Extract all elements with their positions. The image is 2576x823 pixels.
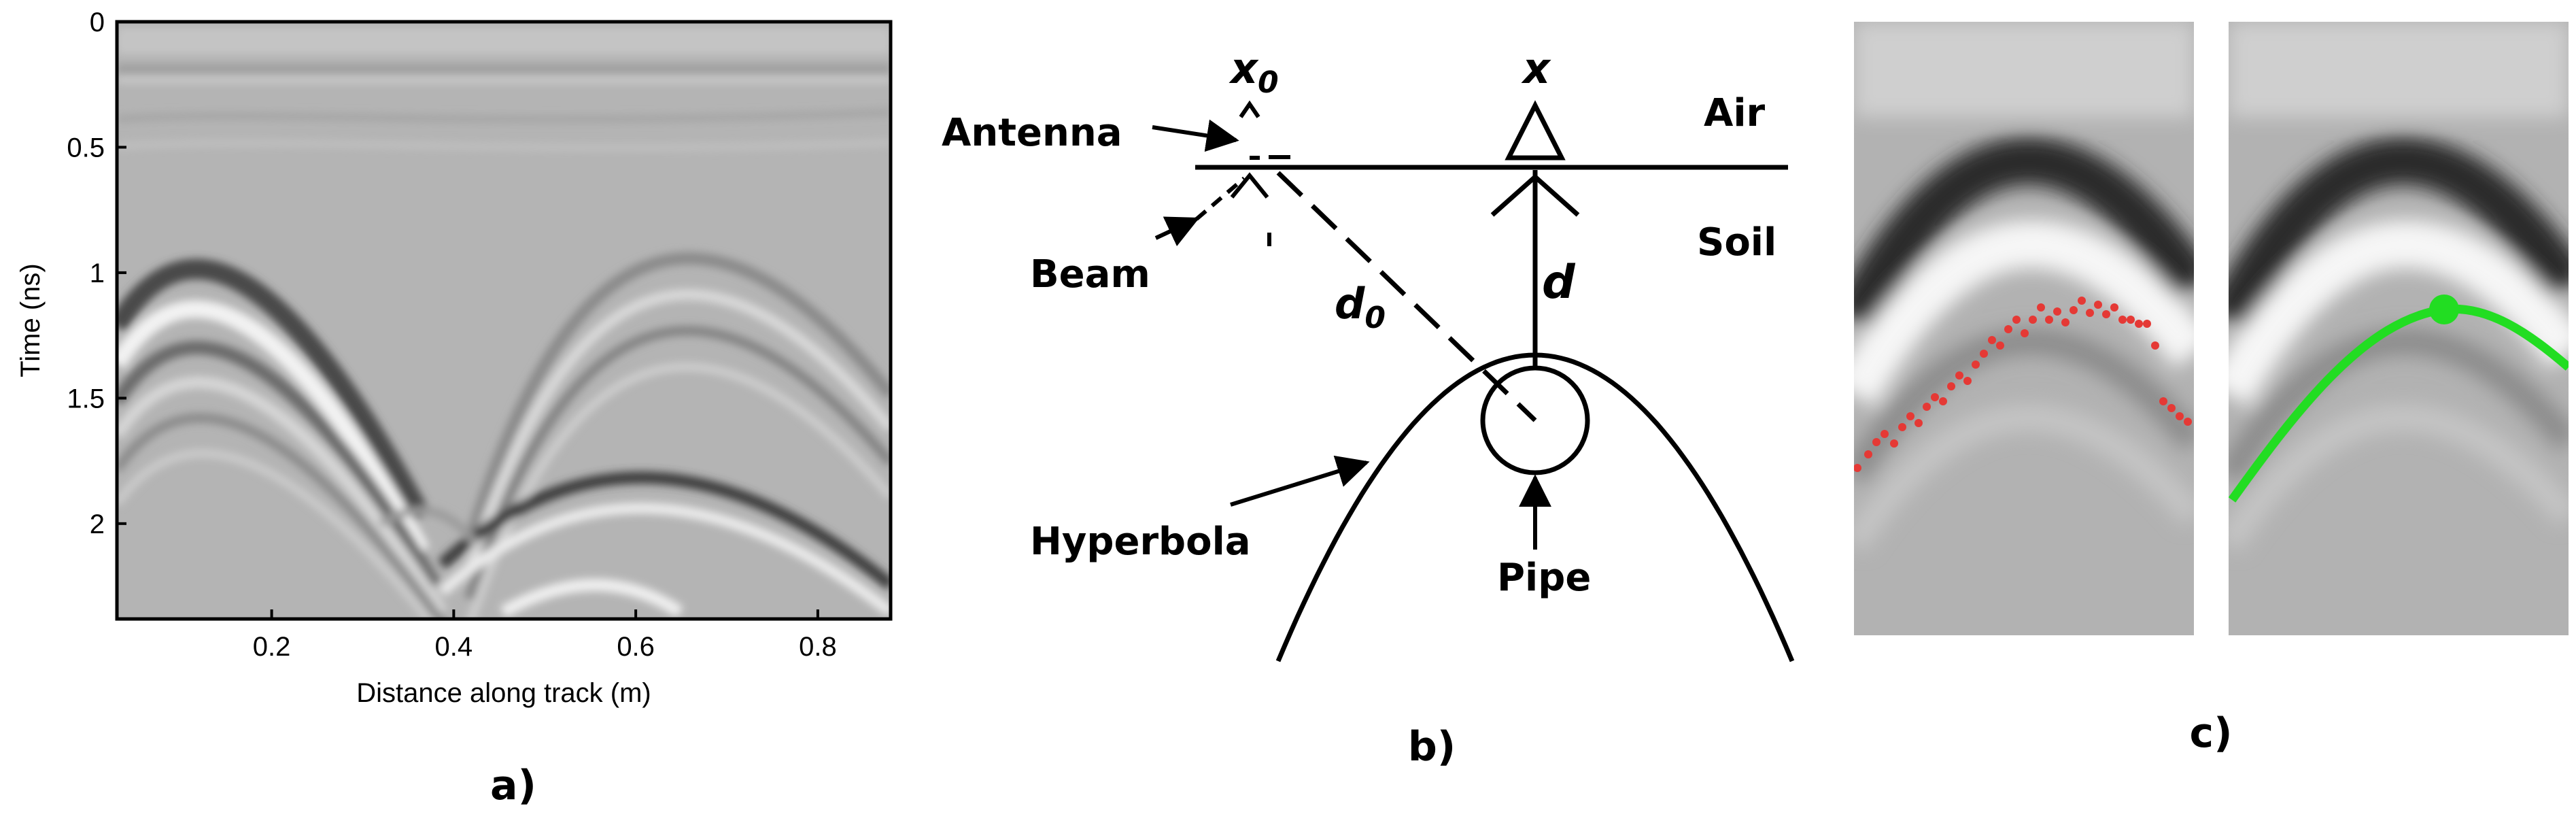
detected-point (2118, 316, 2127, 324)
y-tick-label: 1 (90, 258, 105, 288)
label-beam: Beam (1030, 252, 1150, 297)
panel-b (1152, 100, 1795, 662)
detected-point (2167, 404, 2176, 412)
detected-point (2127, 316, 2135, 324)
detected-point (2012, 316, 2021, 324)
y-axis: 0 0.5 1 1.5 2 (67, 7, 126, 539)
detected-point (1914, 419, 1923, 427)
detected-point (2110, 303, 2118, 312)
detected-point (2021, 329, 2029, 337)
detected-point (2078, 297, 2086, 305)
y-axis-label: Time (ns) (16, 263, 46, 377)
hyperbola-arrow (1230, 455, 1370, 507)
detected-point (2159, 397, 2167, 405)
y-tick-label: 0.5 (67, 133, 105, 163)
detected-point (2037, 303, 2045, 312)
detected-point (1881, 430, 1889, 438)
x-axis: 0.2 0.4 0.6 0.8 (253, 609, 837, 662)
x-axis-label: Distance along track (m) (356, 678, 651, 708)
detected-point (2061, 318, 2070, 326)
panel-b-labels: x0 x Antenna Air Soil Beam d0 d Hyperbol… (942, 44, 1776, 771)
detected-point (2086, 309, 2094, 317)
caption-a: a) (490, 762, 536, 809)
radargram-image (117, 22, 891, 619)
detected-point (2143, 320, 2151, 328)
detected-point (1906, 412, 1914, 420)
label-hyperbola: Hyperbola (1030, 520, 1251, 564)
x-tick-label: 0.8 (799, 632, 837, 662)
pipe-circle (1480, 365, 1590, 475)
detected-point (2004, 325, 2012, 333)
label-x: x (1521, 44, 1551, 93)
label-pipe: Pipe (1497, 556, 1591, 600)
label-antenna: Antenna (942, 111, 1122, 155)
beam-arrow (1154, 216, 1200, 247)
x-tick-label: 0.4 (435, 632, 473, 662)
distance-d0-line (1276, 171, 1537, 422)
detected-point (2029, 316, 2037, 324)
label-soil: Soil (1697, 220, 1776, 265)
antenna-arrow (1152, 119, 1239, 152)
y-tick-label: 2 (90, 509, 105, 539)
detected-point (1898, 423, 1906, 431)
detected-point (2102, 310, 2110, 318)
detected-point (1854, 464, 1861, 472)
closeup-image-points (1854, 22, 2194, 635)
detected-point (1864, 450, 1872, 458)
fitted-apex-point (2429, 295, 2459, 324)
detected-point (2176, 412, 2184, 420)
detected-point (1939, 397, 1947, 405)
detected-point (1923, 403, 1931, 411)
detected-point (2151, 341, 2159, 350)
detected-point (2135, 320, 2143, 328)
detected-point (2053, 307, 2061, 316)
detected-point (1996, 341, 2004, 350)
caption-c: c) (2190, 709, 2233, 757)
detected-point (1890, 439, 1898, 448)
detected-point (2094, 301, 2102, 309)
detected-point (2070, 306, 2078, 314)
y-tick-label: 0 (90, 7, 105, 37)
radargram-frame (115, 20, 893, 621)
panel-a: 0 0.5 1 1.5 2 0.2 0.4 0.6 0.8 Time (ns) Distanc… (16, 7, 893, 809)
x-tick-label: 0.2 (253, 632, 291, 662)
label-x0: x0 (1229, 44, 1279, 100)
closeup-image-fit (2229, 22, 2569, 635)
panel-c: c) (1854, 22, 2569, 757)
detected-point (2184, 418, 2192, 426)
antenna-x0 (1230, 100, 1290, 246)
detected-point (1988, 336, 1996, 344)
detected-point (1972, 360, 1980, 369)
detected-point (1872, 438, 1881, 446)
detected-point (1963, 377, 1972, 385)
detected-point (1931, 393, 1939, 401)
label-d0: d0 (1335, 279, 1386, 335)
detected-points (1854, 297, 2192, 472)
label-d: d (1542, 256, 1576, 309)
caption-b: b) (1408, 723, 1456, 771)
detected-point (1955, 371, 1963, 380)
x-tick-label: 0.6 (617, 632, 655, 662)
detected-point (1947, 382, 1955, 390)
detected-point (2045, 316, 2053, 324)
hyperbola-curve (1275, 352, 1795, 662)
label-air: Air (1704, 91, 1766, 135)
beam-line (1195, 176, 1246, 221)
y-tick-label: 1.5 (67, 384, 105, 414)
detected-point (1980, 350, 1988, 358)
fitted-hyperbola-curve (2229, 304, 2569, 503)
